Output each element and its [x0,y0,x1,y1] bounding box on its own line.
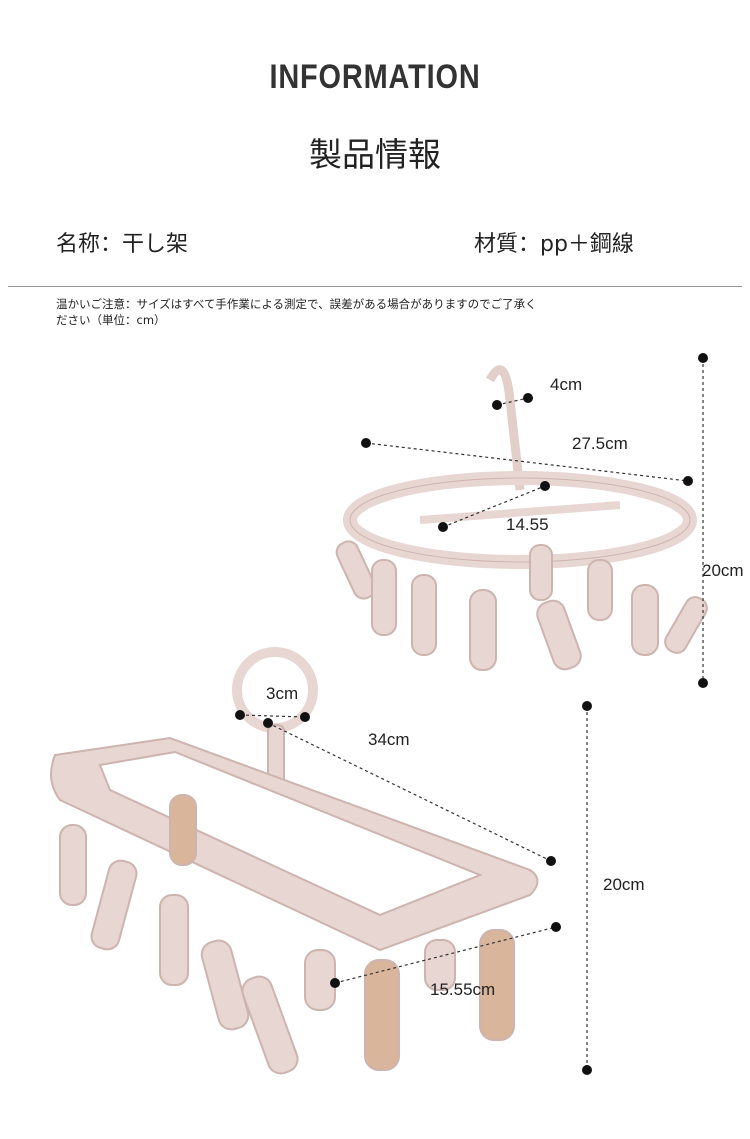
clips-bottom [59,794,515,1075]
spec-material: 材質：pp＋鋼線 [474,232,634,257]
dim-bottom-width: 15.55cm [430,980,496,999]
rect-hanger-image [50,647,539,1075]
page-subtitle: 製品情報 [309,135,441,174]
spec-name: 名称：干し架 [56,232,189,257]
size-note-line2: ださい（単位：cm） [56,313,166,327]
dim-bottom-length: 34cm [368,730,410,749]
dim-top-length: 27.5cm [572,434,628,453]
dim-bottom-height: 20cm [603,875,645,894]
divider [8,286,742,287]
dim-bottom-hook: 3cm [266,684,299,703]
clips-top [335,540,708,671]
size-note-line1: 温かいご注意：サイズはすべて手作業による測定で、誤差がある場合がありますのでご了… [56,297,537,311]
page-title: INFORMATION [269,58,481,96]
oval-hanger-image [335,365,708,671]
size-note: 温かいご注意：サイズはすべて手作業による測定で、誤差がある場合がありますのでご了… [56,296,616,328]
dim-top-hook: 4cm [550,375,583,394]
dimension-lines [235,353,708,1075]
dim-top-width: 14.55 [506,515,549,534]
dim-top-height: 20cm [702,561,744,580]
